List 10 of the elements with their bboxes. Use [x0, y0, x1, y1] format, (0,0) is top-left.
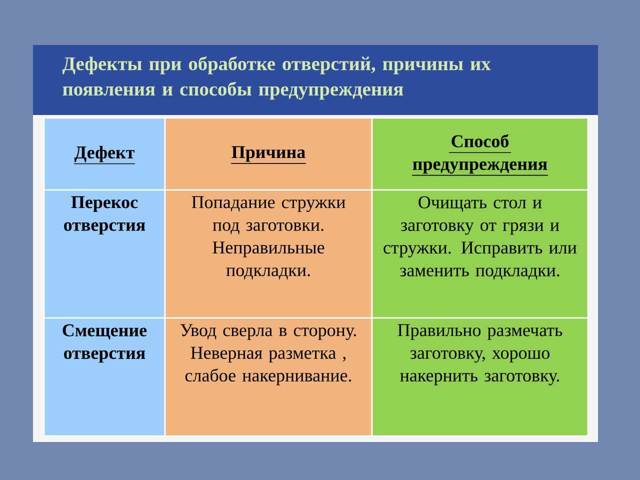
table-cell: Правильно размечать заготовку, хорошо накернить заготовку. [371, 317, 589, 437]
table-cell: Увод сверла в сторону. Неверная разметка , слабое накернивание. [164, 317, 373, 437]
title-banner: Дефекты при обработке отверстий, причины их появления и способы предупреждения [33, 45, 598, 115]
table-header-cell: Дефект [43, 117, 166, 191]
table-cell: Попадание стружки под заготовки. Неправильные подкладки. [164, 189, 373, 319]
table-header-cell: Способ предупреждения [371, 117, 589, 191]
table-cell: Смещение отверстия [43, 317, 166, 437]
table-cell: Перекос отверстия [43, 189, 166, 319]
table-header-cell: Причина [164, 117, 373, 191]
table-cell: Очищать стол и заготовку от грязи и стружки. Исправить или заменить подкладки. [371, 189, 589, 319]
